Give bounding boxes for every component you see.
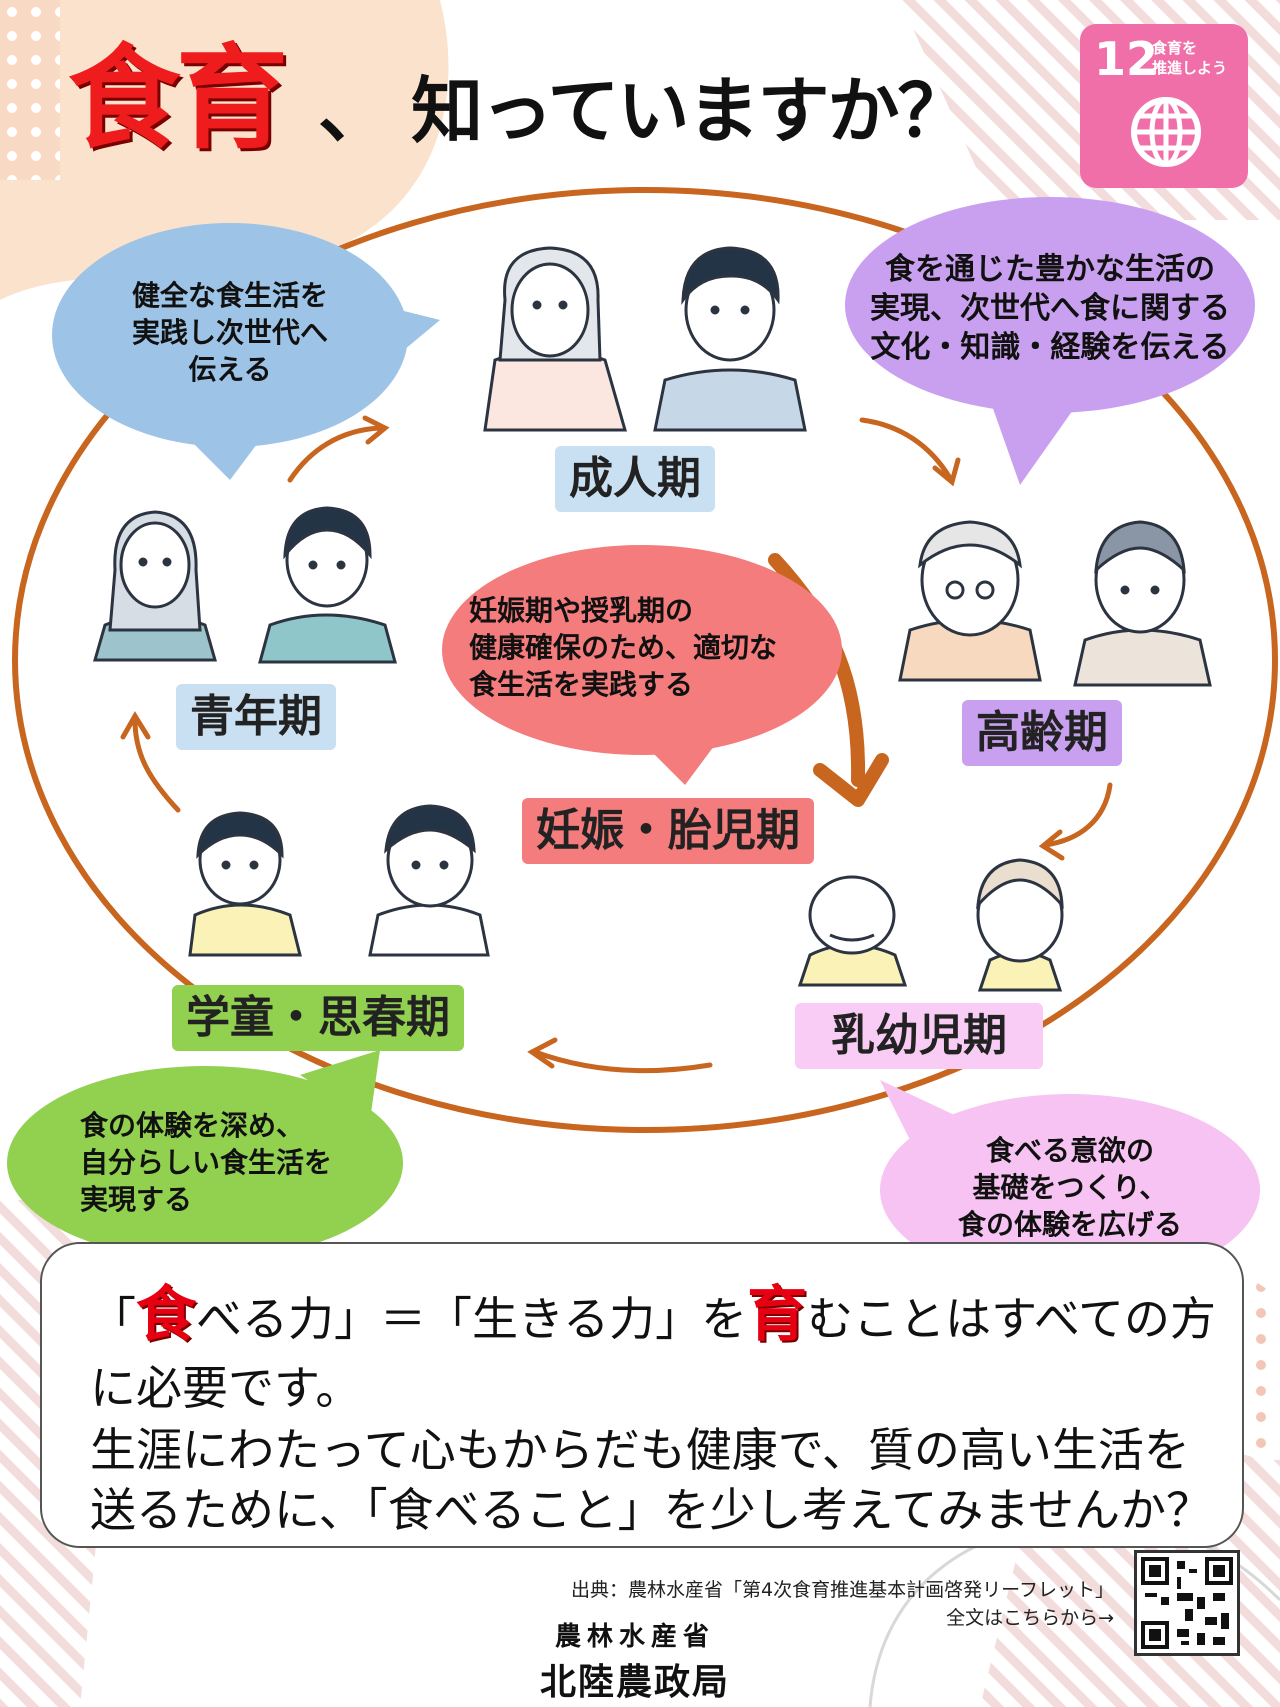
infant-bubble: 食べる意欲の 基礎をつくり、 食の体験を広げる	[957, 1134, 1182, 1241]
stage-label-school: 学童・思春期	[172, 985, 464, 1051]
elderly-woman-illustration	[898, 520, 1042, 682]
arrow-infant-to-school	[532, 1049, 713, 1074]
stage-label-elderly: 高齢期	[962, 700, 1122, 766]
youth-man-illustration	[258, 506, 397, 664]
youth-bubble-shape	[52, 223, 440, 480]
adult-man-illustration	[653, 246, 807, 432]
source-link-text[interactable]: 全文はこちらから→	[946, 1607, 1114, 1629]
baby-illustration	[797, 875, 908, 987]
stage-label-pregnancy: 妊娠・胎児期	[522, 798, 814, 864]
school-girl-illustration	[188, 811, 302, 957]
toddler-illustration	[976, 858, 1064, 992]
peach-blob	[0, 0, 449, 300]
globe-icon	[1131, 97, 1201, 167]
adult-woman-illustration	[483, 246, 627, 432]
title-main: 食育	[68, 34, 288, 164]
elderly-bubble: 食を通じた豊かな生活の 実現、次世代へ食に関する 文化・知識・経験を伝える	[870, 251, 1230, 365]
school-boy-illustration	[368, 804, 490, 957]
stage-label-infant: 乳幼児期	[795, 1003, 1043, 1069]
stage-label-youth: 青年期	[176, 684, 336, 750]
school-bubble-shape	[7, 1050, 403, 1260]
message-emphasis-grow: 育	[747, 1280, 808, 1350]
pregnancy-bubble: 妊娠期や授乳期の 健康確保のため、適切な 食生活を実践する	[469, 594, 778, 701]
elderly-man-illustration	[1073, 520, 1212, 687]
ministry-name: 農林水産省	[555, 1622, 716, 1652]
sdg-badge: 12 食育を 推進しよう	[1080, 24, 1248, 188]
source-line-1: 出典：農林水産省「第4次食育推進基本計画啓発リーフレット」	[571, 1579, 1114, 1601]
message-line-3: 生涯にわたって心もからだも健康で、質の高い生活を	[90, 1423, 1190, 1477]
message-emphasis-eat: 食	[136, 1280, 196, 1350]
arrow-elderly-to-infant	[1042, 782, 1113, 848]
arrow-adult-to-elderly	[859, 417, 953, 481]
youth-woman-illustration	[93, 510, 217, 662]
school-bubble: 食の体験を深め、 自分らしい食生活を 実現する	[80, 1109, 333, 1216]
bureau-name: 北陸農政局	[540, 1662, 731, 1703]
arrow-school-to-youth	[132, 717, 181, 813]
sdg-number: 12	[1094, 32, 1159, 86]
message-line-2: に必要です。	[90, 1361, 362, 1415]
organization-name: 農林水産省 北陸農政局	[540, 1616, 730, 1705]
message-line-1: 「食べる力」＝「生きる力」を育むことはすべての方	[90, 1280, 1217, 1350]
arrow-youth-to-adult	[287, 425, 383, 483]
youth-bubble: 健全な食生活を 実践し次世代へ 伝える	[131, 278, 328, 386]
sdg-text: 食育を 推進しよう	[1152, 39, 1228, 77]
qr-code[interactable]	[1134, 1550, 1240, 1656]
pregnancy-bubble-shape	[442, 545, 842, 785]
message-box: 「食べる力」＝「生きる力」を育むことはすべての方 に必要です。 生涯にわたって心…	[40, 1242, 1244, 1548]
title-question: 、 知っていますか？	[318, 69, 969, 153]
stage-label-adult: 成人期	[555, 446, 715, 512]
source-citation: 出典：農林水産省「第4次食育推進基本計画啓発リーフレット」 全文はこちらから→	[571, 1576, 1114, 1632]
message-line-4: 送るために、「食べること」を少し考えてみませんか？	[90, 1483, 1212, 1537]
cycle-ring	[12, 187, 1278, 1133]
elderly-bubble-shape	[845, 197, 1255, 485]
infant-bubble-shape	[880, 1080, 1260, 1286]
